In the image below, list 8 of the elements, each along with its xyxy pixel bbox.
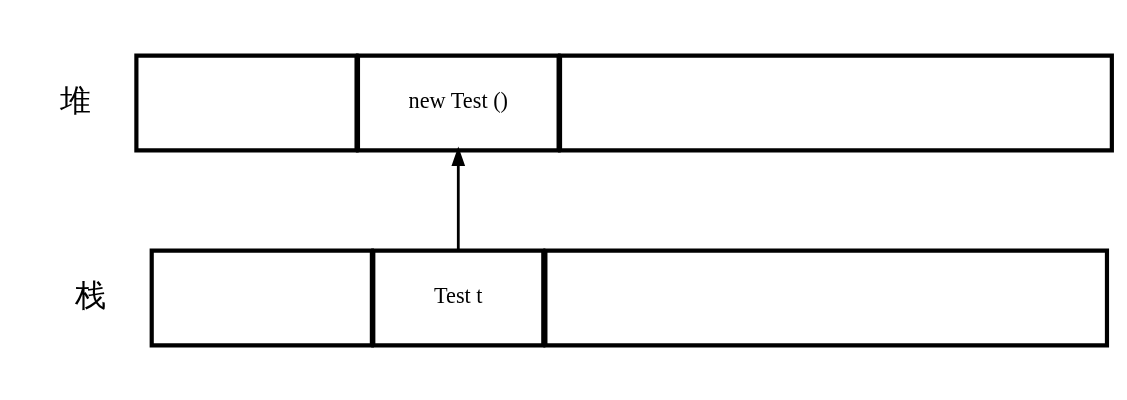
label: 栈 [74, 278, 106, 313]
node-box: Test t [371, 248, 546, 347]
arrow [451, 146, 466, 251]
label: 堆 [59, 83, 91, 118]
node-box [149, 248, 374, 347]
node-box [134, 53, 359, 152]
node-box [557, 53, 1114, 152]
node-box [543, 248, 1110, 347]
